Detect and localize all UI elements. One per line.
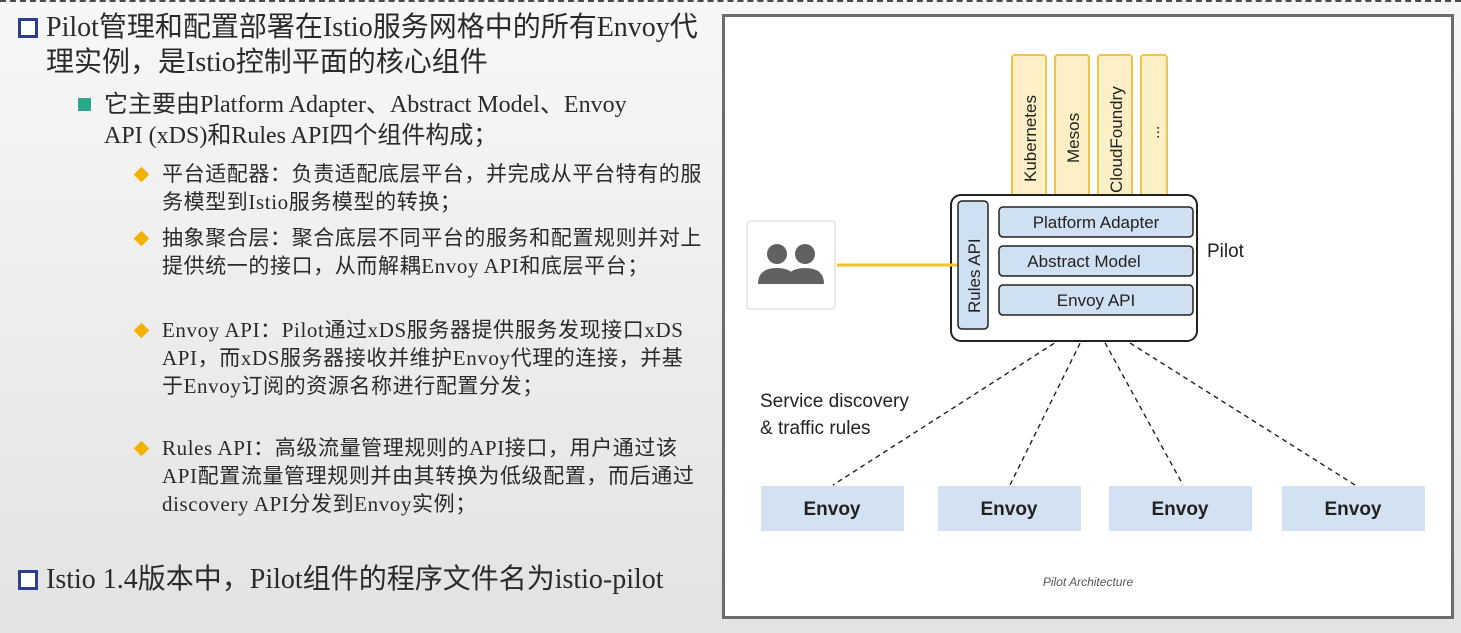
- platform-adapter-box: [998, 206, 1194, 238]
- envoy-box: [1109, 486, 1252, 531]
- connection-line: [1091, 318, 1184, 486]
- group-users-icon: [758, 244, 824, 284]
- platform-adapter-label: Platform Adapter: [1033, 213, 1160, 232]
- connection-line: [832, 318, 1093, 486]
- envoy-api-label: Envoy API: [1057, 291, 1135, 310]
- connection-line: [1091, 318, 1356, 486]
- diagram-caption: Pilot Architecture: [1043, 575, 1134, 589]
- platform-label-mesos: Mesos: [1064, 113, 1083, 163]
- envoy-proxies: Envoy Envoy Envoy Envoy: [761, 486, 1425, 531]
- envoy-label: Envoy: [803, 499, 860, 520]
- bullet-pilot-overview: Pilot管理和配置部署在Istio服务网格中的所有Envoy代理实例，是Ist…: [18, 10, 706, 80]
- bullet-platform-adapter: 平台适配器：负责适配底层平台，并完成从平台特有的服务模型到Istio服务模型的转…: [133, 160, 702, 216]
- platform-label-cloudfoundry: CloudFoundry: [1107, 86, 1126, 193]
- bullet-components: 它主要由Platform Adapter、Abstract Model、Envo…: [76, 90, 664, 152]
- hollow-square-bullet-icon: [18, 18, 38, 38]
- connection-line: [1009, 318, 1093, 486]
- abstract-model-label: Abstract Model: [1027, 252, 1140, 271]
- abstract-model-box: [998, 245, 1194, 277]
- rules-api-box: [957, 200, 989, 330]
- pilot-architecture-diagram: Kubernetes Mesos CloudFoundry ... Pilot …: [722, 14, 1454, 619]
- bullet-envoy-api: Envoy API：Pilot通过xDS服务器提供服务发现接口xDS API，而…: [133, 316, 702, 400]
- envoy-box: [761, 486, 904, 531]
- bullet-rules-api: Rules API：高级流量管理规则的API接口，用户通过该API配置流量管理规…: [133, 434, 702, 518]
- diagram-canvas: Kubernetes Mesos CloudFoundry ... Pilot …: [746, 54, 1425, 589]
- envoy-label: Envoy: [1151, 499, 1208, 520]
- xds-connections: [832, 318, 1356, 486]
- slide-text-column: Pilot管理和配置部署在Istio服务网格中的所有Envoy代理实例，是Ist…: [0, 0, 712, 633]
- platform-label-kubernetes: Kubernetes: [1021, 95, 1040, 182]
- bullet-istio-version: Istio 1.4版本中，Pilot组件的程序文件名为istio-pilot: [18, 562, 666, 597]
- platform-columns: Kubernetes Mesos CloudFoundry ...: [1011, 54, 1168, 208]
- rules-api-label: Rules API: [965, 238, 984, 313]
- envoy-label: Envoy: [980, 499, 1037, 520]
- envoy-box: [1282, 486, 1425, 531]
- envoy-label: Envoy: [1324, 499, 1381, 520]
- users-icon-card: [746, 220, 836, 310]
- platform-label-more: ...: [1146, 126, 1163, 139]
- users-card-frame: [746, 220, 836, 310]
- bullet-abstract-model: 抽象聚合层：聚合底层不同平台的服务和配置规则并对上提供统一的接口，从而解耦Env…: [133, 224, 702, 280]
- traffic-rules-label: & traffic rules: [760, 418, 871, 439]
- pilot-label: Pilot: [1207, 241, 1245, 262]
- hollow-square-bullet-icon: [18, 570, 38, 590]
- envoy-box: [938, 486, 1081, 531]
- service-discovery-label: Service discovery: [760, 391, 909, 412]
- envoy-api-box: [998, 284, 1194, 316]
- top-dashed-rule: [0, 0, 1461, 2]
- square-bullet-icon: [78, 98, 91, 111]
